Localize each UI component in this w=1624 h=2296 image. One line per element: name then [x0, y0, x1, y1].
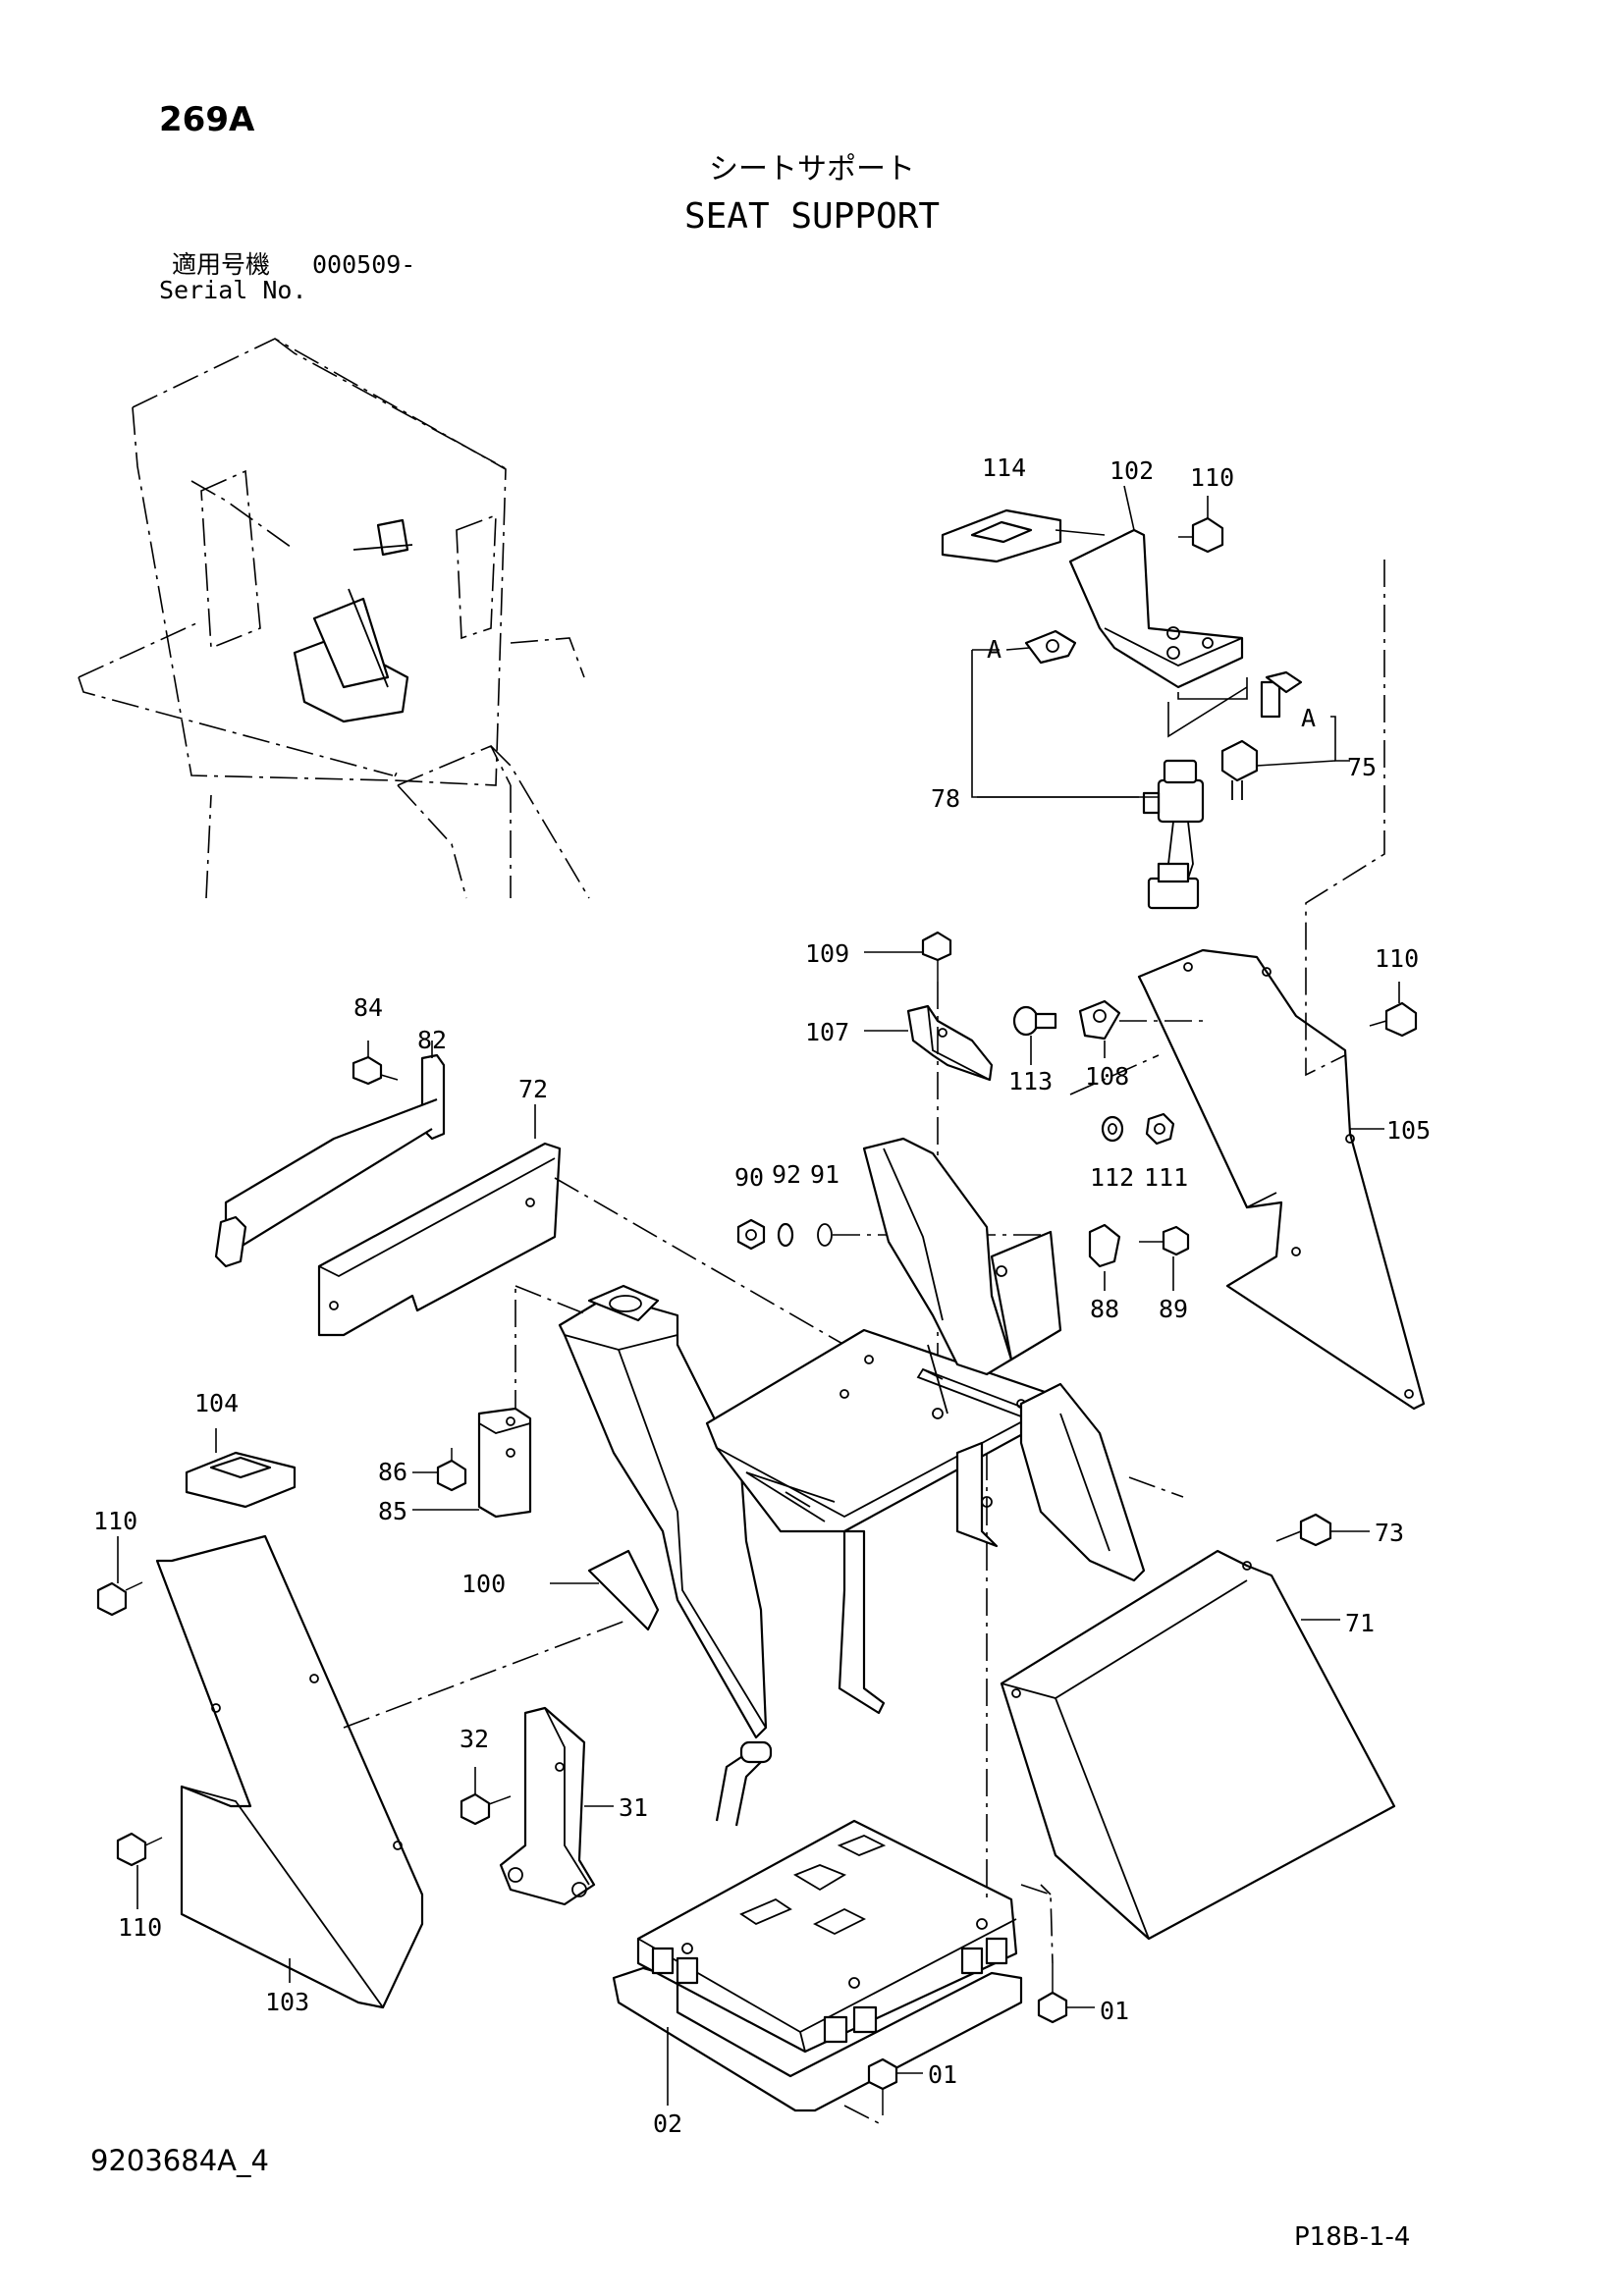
part-82-rod: [214, 1041, 446, 1268]
callout-84: 84: [353, 993, 383, 1022]
callout-114: 114: [982, 454, 1026, 482]
part-103-cover: [155, 1534, 424, 2009]
callout-110-left-upper: 110: [93, 1507, 137, 1535]
part-112-washer: [1101, 1115, 1124, 1143]
callout-88: 88: [1090, 1295, 1119, 1323]
part-104-cover: [185, 1428, 297, 1509]
part-91-washer: [817, 1223, 833, 1247]
serial-value: 000509-: [312, 250, 416, 279]
part-90-nut: [736, 1218, 766, 1251]
part-85-bracket: [412, 1407, 532, 1519]
part-88-clamp: [1088, 1223, 1121, 1268]
seat-mount-pad: [587, 1284, 660, 1322]
lug-a-plate: [1024, 629, 1077, 665]
part-110-bolt-left-upper: [96, 1536, 143, 1617]
callout-a-left: A: [987, 635, 1001, 664]
callout-85: 85: [378, 1497, 407, 1525]
callout-110-right: 110: [1375, 944, 1419, 973]
callout-a-right: A: [1301, 704, 1316, 732]
part-113-bolt: [1012, 1005, 1057, 1065]
part-01-bolt-lower: [867, 2057, 923, 2115]
armrest-bracket-assembly: [941, 485, 1350, 910]
serial-label-english: Serial No.: [159, 276, 307, 304]
callout-102: 102: [1110, 456, 1154, 485]
part-02-control-base: [612, 1740, 1023, 2112]
callout-110-top: 110: [1190, 463, 1234, 492]
part-75-switch: [1220, 670, 1303, 800]
callout-105: 105: [1386, 1116, 1431, 1145]
callout-73: 73: [1375, 1519, 1404, 1547]
callout-02: 02: [653, 2109, 682, 2138]
part-110-bolt-left-lower: [116, 1832, 163, 1909]
part-105-side-cover: [1137, 948, 1426, 1411]
part-01-bolt-upper: [1037, 1963, 1095, 2024]
callout-108: 108: [1085, 1062, 1129, 1091]
callout-01-upper: 01: [1100, 1997, 1129, 2025]
part-32-bolt: [460, 1767, 512, 1826]
callout-78: 78: [931, 784, 960, 813]
part-110-bolt-top: [1178, 496, 1224, 554]
callout-112: 112: [1090, 1163, 1134, 1192]
part-71-cover: [1000, 1549, 1396, 1941]
cab-location-view: [78, 338, 590, 899]
part-78-switch-harness: [1142, 759, 1205, 910]
callout-32: 32: [460, 1725, 489, 1753]
drawing-number: 9203684A_4: [90, 2144, 269, 2177]
callout-86: 86: [378, 1458, 407, 1486]
part-102-bracket: [1068, 528, 1244, 689]
part-107-bracket: [864, 1004, 994, 1082]
callout-82: 82: [417, 1026, 447, 1054]
part-73-bolt: [1275, 1513, 1370, 1547]
part-86-bolt: [412, 1448, 467, 1492]
part-109-bolt: [864, 931, 952, 982]
part-31-bracket: [499, 1706, 614, 1906]
page-code: P18B-1-4: [1294, 2222, 1411, 2252]
part-92-washer: [777, 1222, 794, 1248]
callout-100: 100: [461, 1570, 506, 1598]
callout-103: 103: [265, 1988, 309, 2016]
part-111-nut: [1145, 1112, 1175, 1146]
title-japanese: シートサポート: [709, 152, 915, 187]
callout-111: 111: [1144, 1163, 1188, 1192]
part-108-clamp: [1078, 999, 1121, 1058]
callout-113: 113: [1008, 1067, 1053, 1095]
part-72-plate: [317, 1104, 562, 1337]
part-89-bolt: [1139, 1225, 1190, 1256]
callout-72: 72: [518, 1075, 548, 1103]
serial-label-japanese: 適用号機: [172, 250, 271, 279]
callout-75: 75: [1347, 753, 1377, 781]
callout-labels: 114 102 110 A A 75 78 109 107 113 108 11…: [93, 454, 1431, 2138]
seat-outline: [312, 597, 390, 689]
callout-110-left-lower: 110: [118, 1913, 162, 1942]
callout-109: 109: [805, 939, 849, 968]
part-110-bolt-right: [1369, 982, 1418, 1038]
part-100-main-frame: [550, 1137, 1146, 1739]
title-english: SEAT SUPPORT: [683, 196, 941, 237]
part-114-opening: [970, 520, 1033, 544]
callout-91: 91: [810, 1160, 839, 1189]
callout-92: 92: [772, 1160, 801, 1189]
callout-71: 71: [1345, 1609, 1375, 1637]
callout-01-lower: 01: [928, 2060, 957, 2089]
page-number: 269A: [159, 100, 255, 139]
headrest-outline: [376, 518, 409, 557]
callout-89: 89: [1159, 1295, 1188, 1323]
callout-104: 104: [194, 1389, 239, 1417]
callout-31: 31: [619, 1793, 648, 1822]
part-84-bolt: [352, 1041, 399, 1086]
callout-90: 90: [734, 1163, 764, 1192]
callout-107: 107: [805, 1018, 849, 1046]
